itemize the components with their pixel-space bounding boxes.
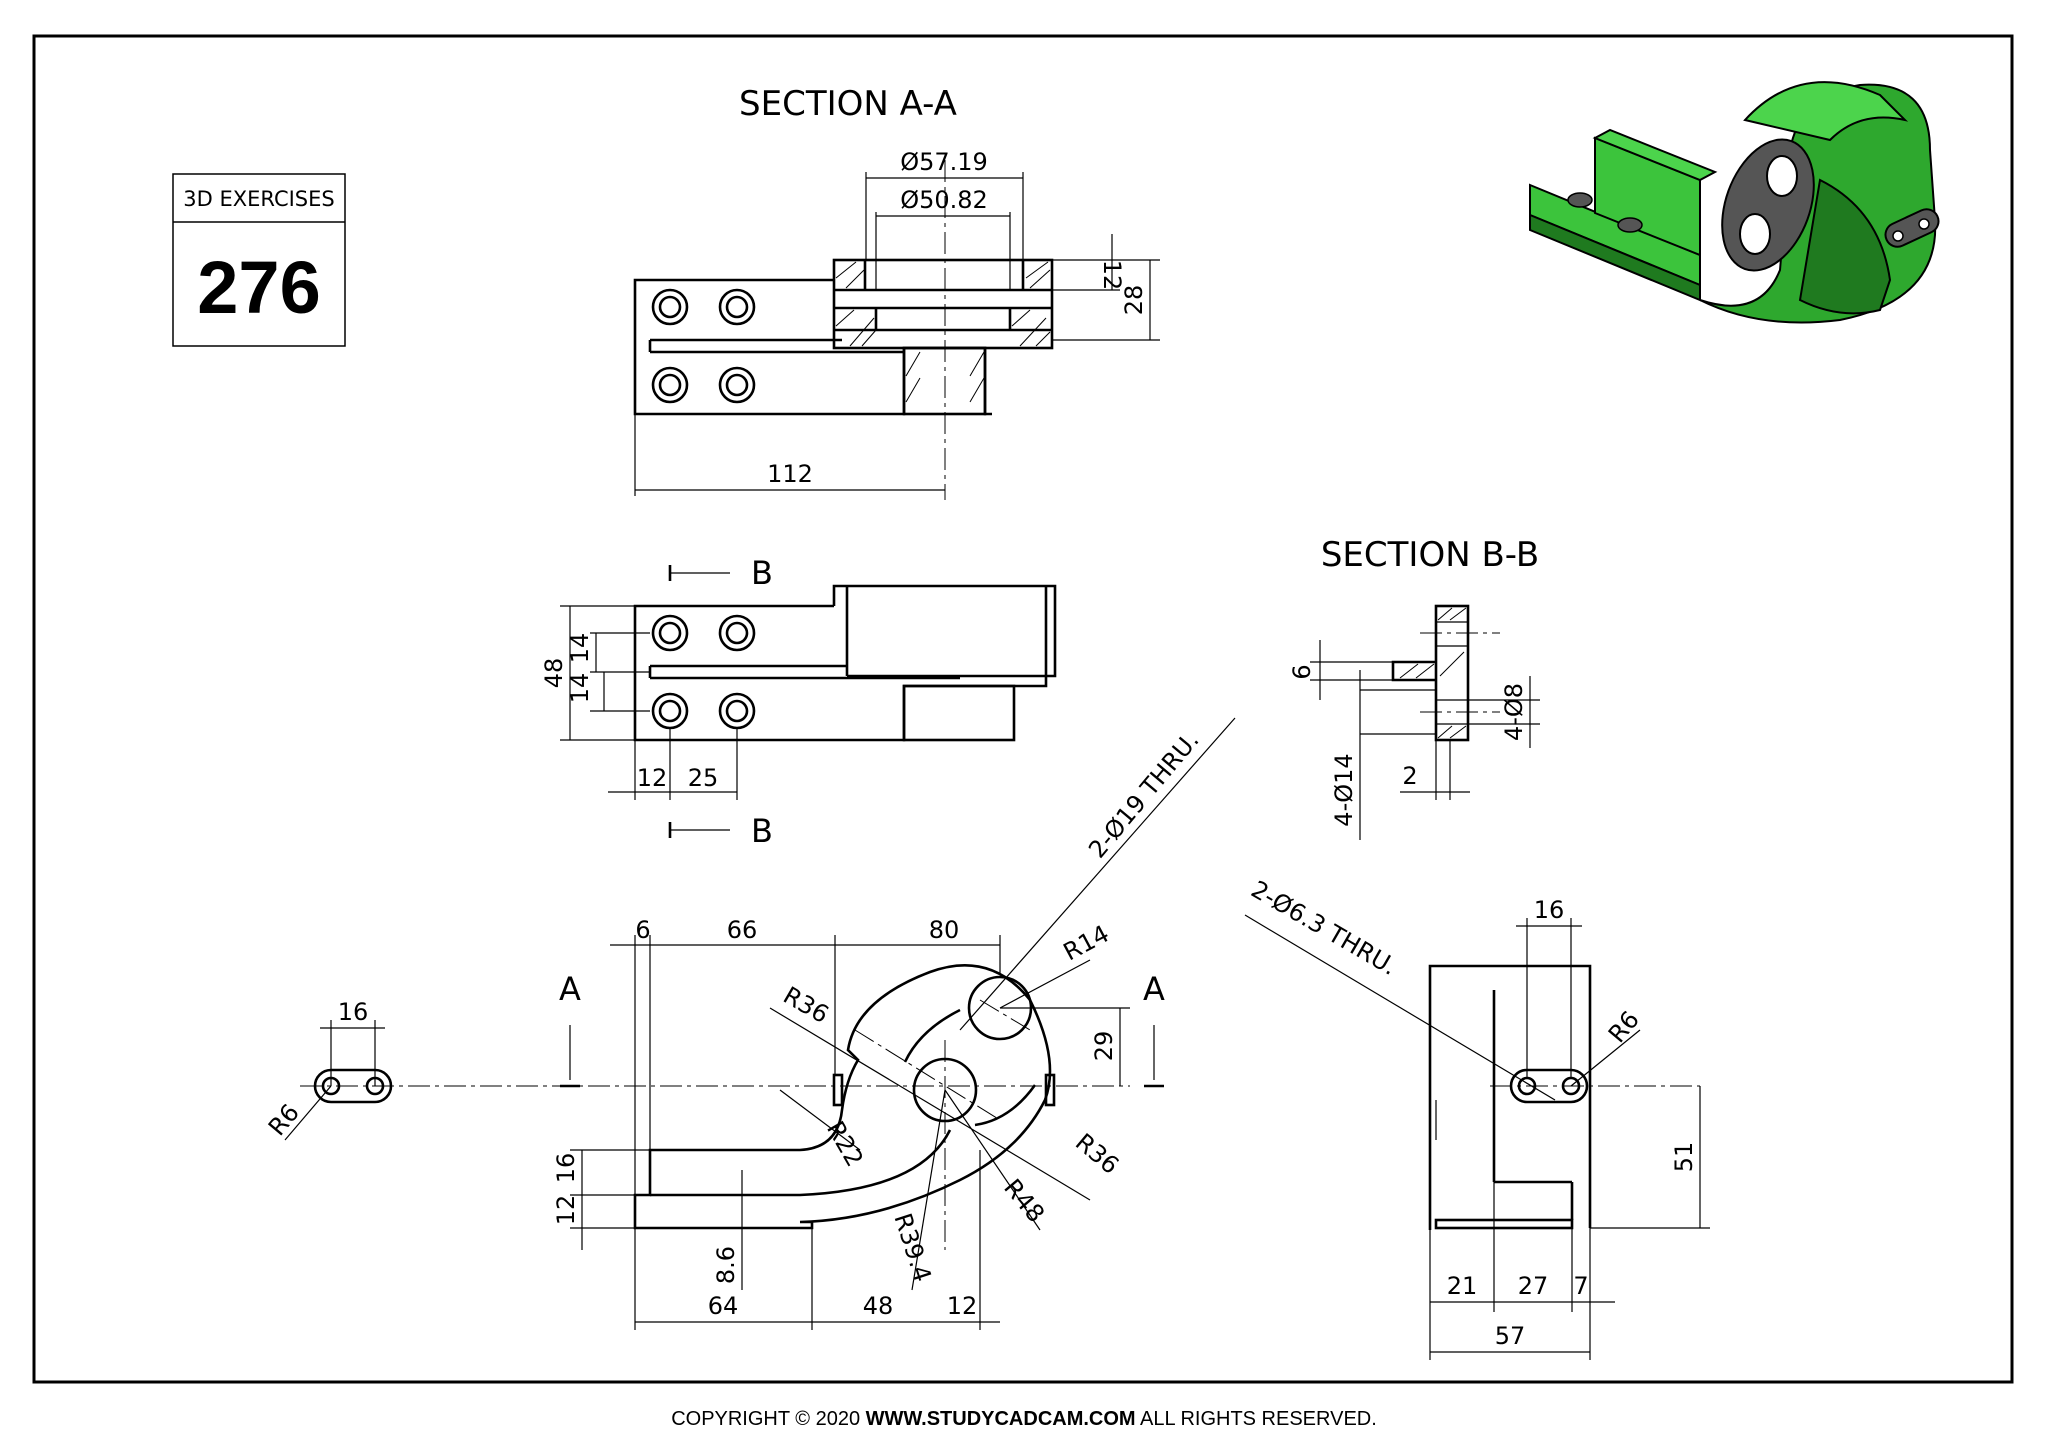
- dim-16-left: 16: [338, 998, 369, 1026]
- dim-r36-b: R36: [1070, 1128, 1124, 1180]
- dim-4x8: 4-Ø8: [1500, 683, 1528, 741]
- exercise-badge: 3D EXERCISES 276: [172, 173, 346, 347]
- footer-site: WWW.STUDYCADCAM.COM: [866, 1408, 1136, 1430]
- plan-view: B B 48 14 14 12 25: [540, 554, 1057, 850]
- cut-b-bottom: B: [751, 812, 773, 850]
- section-b-b-view: SECTION B-B 6 4-Ø8 4-Ø14: [1288, 535, 1540, 840]
- dim-14-a: 14: [566, 633, 594, 664]
- dim-12-top: 12: [1098, 260, 1126, 291]
- badge-label: 3D EXERCISES: [183, 187, 334, 211]
- dim-6-front: 6: [635, 916, 650, 944]
- dim-12-plan: 12: [637, 764, 668, 792]
- cut-a-right: A: [1143, 970, 1165, 1008]
- drawing-border: [32, 34, 2014, 1384]
- dim-27: 27: [1518, 1272, 1549, 1300]
- side-view: 2-Ø6.3 THRU. 16 R6 51 21 27 7 57: [1244, 875, 1710, 1360]
- dim-r6-side: R6: [1603, 1006, 1645, 1048]
- dim-51: 51: [1670, 1142, 1698, 1173]
- dim-hole-19: 2-Ø19 THRU.: [1083, 726, 1204, 863]
- dim-66: 66: [727, 916, 758, 944]
- dim-dia-50: Ø50.82: [900, 186, 988, 214]
- dim-48: 48: [540, 658, 568, 689]
- dim-12-front: 12: [552, 1195, 580, 1226]
- dim-2: 2: [1402, 762, 1417, 790]
- dim-21: 21: [1447, 1272, 1478, 1300]
- dim-r48: R48: [998, 1174, 1050, 1228]
- dim-6-bb: 6: [1288, 664, 1316, 679]
- dim-28: 28: [1120, 285, 1148, 316]
- section-a-hatch: [835, 261, 1051, 403]
- section-a-holes: [651, 288, 756, 404]
- footer-post: ALL RIGHTS RESERVED.: [1136, 1408, 1377, 1430]
- dim-29: 29: [1090, 1031, 1118, 1062]
- section-b-b-title: SECTION B-B: [1321, 535, 1539, 575]
- dim-4x14: 4-Ø14: [1330, 753, 1358, 826]
- section-a-a-title: SECTION A-A: [739, 84, 957, 124]
- dim-16-side: 16: [1534, 896, 1565, 924]
- section-a-a-view: SECTION A-A: [633, 84, 1160, 500]
- cut-a-left: A: [559, 970, 581, 1008]
- section-b-hatch: [1399, 607, 1467, 739]
- dim-57: 57: [1495, 1322, 1526, 1350]
- dim-25: 25: [688, 764, 719, 792]
- dim-r36-a: R36: [779, 981, 834, 1029]
- front-view: A A 6 66 80 R14 2-Ø19 THRU. R36 29 R22 R…: [263, 717, 1236, 1330]
- dim-r39: R39.4: [888, 1210, 936, 1285]
- dim-7: 7: [1573, 1272, 1588, 1300]
- footer-pre: COPYRIGHT © 2020: [671, 1408, 865, 1430]
- dim-dia-57: Ø57.19: [900, 148, 988, 176]
- copyright-footer: COPYRIGHT © 2020 WWW.STUDYCADCAM.COM ALL…: [671, 1408, 1377, 1430]
- badge-number: 276: [197, 246, 320, 329]
- dim-48-front: 48: [863, 1292, 894, 1320]
- dim-r22: R22: [821, 1117, 869, 1172]
- dim-r6-left: R6: [263, 1099, 305, 1141]
- cut-b-top: B: [751, 554, 773, 592]
- dim-r14: R14: [1059, 919, 1114, 966]
- dim-12-bottom: 12: [947, 1292, 978, 1320]
- dim-16-front: 16: [552, 1153, 580, 1184]
- dim-14-b: 14: [566, 673, 594, 704]
- dim-112: 112: [767, 460, 813, 488]
- dim-hole-6-3: 2-Ø6.3 THRU.: [1246, 875, 1401, 981]
- isometric-model: [1529, 81, 1940, 324]
- dim-64: 64: [708, 1292, 739, 1320]
- dim-80: 80: [929, 916, 960, 944]
- dim-8-6: 8.6: [712, 1246, 740, 1284]
